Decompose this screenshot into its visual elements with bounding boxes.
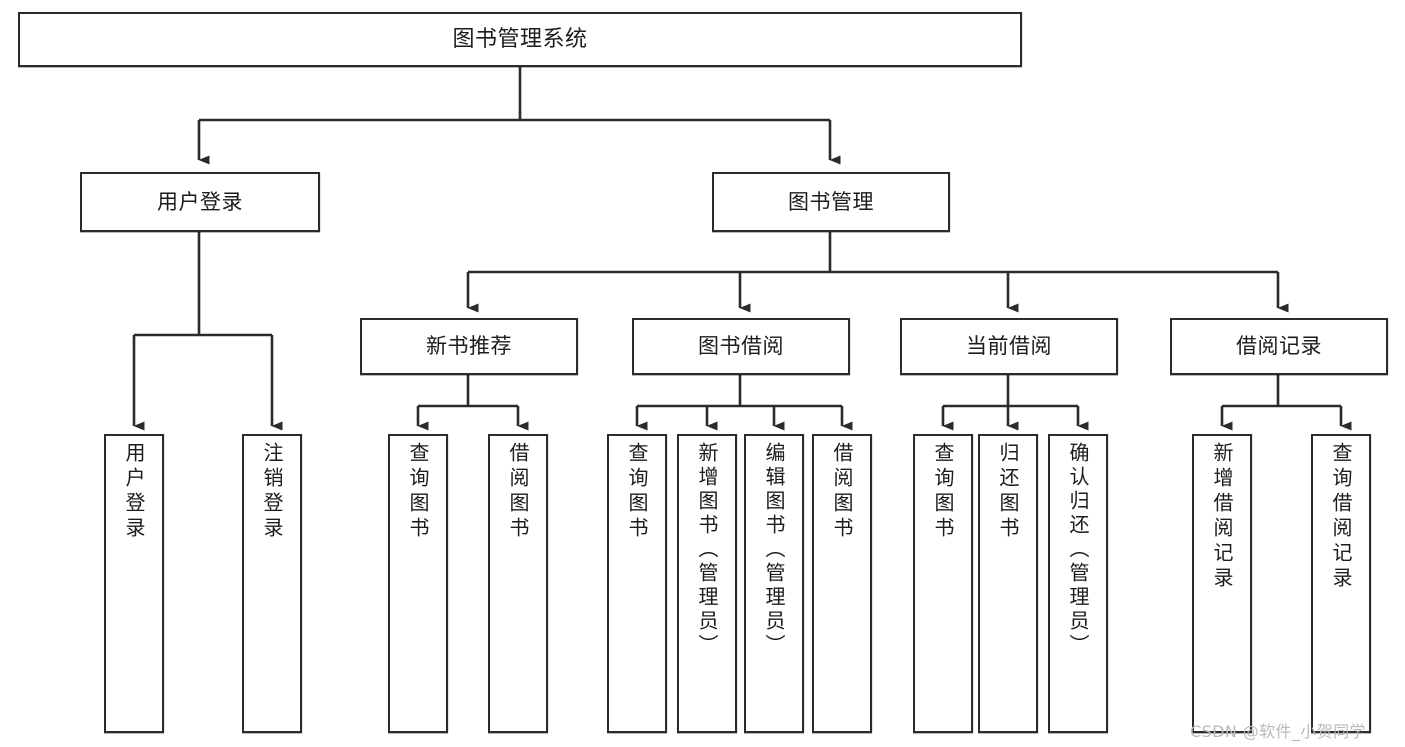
node-label: 用户登录: [157, 189, 243, 214]
node-current-borrow[interactable]: 当前借阅: [900, 318, 1118, 375]
node-label: 图书管理: [788, 189, 874, 214]
node-book-borrow[interactable]: 图书借阅: [632, 318, 850, 375]
node-label: 借阅图书: [506, 442, 530, 542]
leaf-user-login[interactable]: 用户登录: [104, 434, 164, 733]
leaf-query-book-borrow[interactable]: 查询图书: [607, 434, 667, 733]
node-borrow-record[interactable]: 借阅记录: [1170, 318, 1388, 375]
leaf-add-book-admin[interactable]: 新增图书（管理员）: [677, 434, 737, 733]
node-root-library-system[interactable]: 图书管理系统: [18, 12, 1022, 67]
node-label: 确认归还（管理员）: [1066, 442, 1090, 658]
node-user-login[interactable]: 用户登录: [80, 172, 320, 232]
node-label: 查询图书: [625, 442, 649, 542]
leaf-borrow-book-new[interactable]: 借阅图书: [488, 434, 548, 733]
node-label: 查询借阅记录: [1329, 442, 1353, 592]
node-label: 借阅图书: [830, 442, 854, 542]
leaf-logout[interactable]: 注销登录: [242, 434, 302, 733]
csdn-watermark: CSDN @软件_小贺同学: [1190, 722, 1366, 741]
node-label: 当前借阅: [966, 334, 1052, 359]
leaf-edit-book-admin[interactable]: 编辑图书（管理员）: [744, 434, 804, 733]
node-label: 图书借阅: [698, 334, 784, 359]
node-label: 新书推荐: [426, 334, 512, 359]
node-label: 编辑图书（管理员）: [762, 442, 786, 658]
leaf-query-book-current[interactable]: 查询图书: [913, 434, 973, 733]
leaf-add-borrow-record[interactable]: 新增借阅记录: [1192, 434, 1252, 733]
node-label: 新增图书（管理员）: [695, 442, 719, 658]
node-label: 查询图书: [931, 442, 955, 542]
leaf-return-book[interactable]: 归还图书: [978, 434, 1038, 733]
node-label: 借阅记录: [1236, 334, 1322, 359]
leaf-query-borrow-record[interactable]: 查询借阅记录: [1311, 434, 1371, 733]
node-label: 图书管理系统: [452, 26, 588, 52]
node-label: 归还图书: [996, 442, 1020, 542]
node-label: 注销登录: [260, 442, 284, 542]
node-label: 新增借阅记录: [1210, 442, 1234, 592]
node-new-book-recommend[interactable]: 新书推荐: [360, 318, 578, 375]
leaf-borrow-book[interactable]: 借阅图书: [812, 434, 872, 733]
leaf-confirm-return-admin[interactable]: 确认归还（管理员）: [1048, 434, 1108, 733]
node-book-management[interactable]: 图书管理: [712, 172, 950, 232]
node-label: 查询图书: [406, 442, 430, 542]
node-label: 用户登录: [122, 442, 146, 542]
leaf-query-book-new[interactable]: 查询图书: [388, 434, 448, 733]
